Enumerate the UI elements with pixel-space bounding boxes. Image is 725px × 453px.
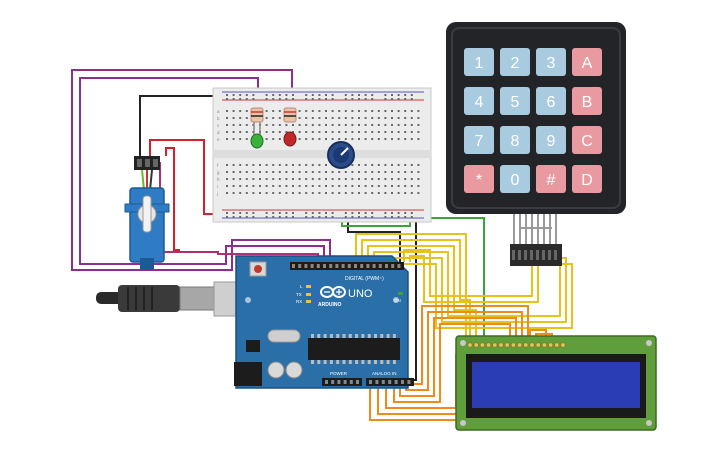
row-letter: j [216, 191, 218, 196]
row-letter: h [217, 177, 220, 182]
keypad-key-label: B [582, 94, 593, 111]
lcd-display [455, 335, 657, 431]
usb-plug-body [118, 285, 180, 312]
row-letter: f [217, 163, 219, 168]
power-label: POWER [330, 371, 348, 376]
keypad-key-7[interactable]: 7 [464, 126, 494, 154]
keypad-key-label: C [581, 133, 593, 150]
digital-label: DIGITAL (PWM~) [345, 276, 384, 282]
keypad-key-D[interactable]: D [572, 165, 602, 193]
arduino-logo [320, 286, 346, 298]
potentiometer[interactable] [327, 141, 355, 169]
l-label: L [300, 284, 303, 289]
keypad-key-3[interactable]: 3 [536, 48, 566, 76]
usb-cable [96, 281, 249, 317]
crystal [267, 329, 301, 343]
keypad-keys: 1 2 3 A 4 5 6 B 7 8 9 C * 0 # D [464, 48, 602, 193]
keypad-key-*[interactable]: * [464, 165, 494, 193]
keypad-key-C[interactable]: C [572, 126, 602, 154]
keypad-key-5[interactable]: 5 [500, 87, 530, 115]
keypad-connector [510, 214, 562, 266]
capacitor-2 [285, 361, 303, 379]
digital-header [290, 262, 404, 270]
row-letter: i [217, 184, 218, 189]
resistor-green [250, 107, 264, 123]
rx-label: RX [296, 299, 302, 304]
row-letter: d [217, 130, 220, 135]
resistor-red [283, 107, 297, 123]
keypad-key-label: 9 [547, 133, 556, 150]
wires-gray [519, 227, 552, 244]
keypad-key-label: A [582, 55, 593, 72]
keypad-key-label: * [476, 172, 482, 189]
power-header [322, 378, 362, 386]
atmega-chip [308, 338, 400, 360]
keypad-key-4[interactable]: 4 [464, 87, 494, 115]
servo-motor [124, 156, 170, 270]
keypad-key-9[interactable]: 9 [536, 126, 566, 154]
logo-text: ARDUINO [318, 302, 341, 308]
row-letter: e [217, 137, 220, 142]
row-letter: b [217, 116, 220, 121]
power-jack [234, 362, 262, 386]
reset-button-cap[interactable] [254, 265, 262, 273]
breadboard-holes [226, 94, 420, 218]
keypad-key-label: # [547, 172, 556, 189]
keypad-key-label: 3 [547, 55, 556, 72]
led-red [283, 107, 297, 147]
analog-label: ANALOG IN [372, 371, 397, 376]
keypad-key-A[interactable]: A [572, 48, 602, 76]
keypad-key-1[interactable]: 1 [464, 48, 494, 76]
keypad-key-label: D [581, 172, 593, 189]
keypad-key-0[interactable]: 0 [500, 165, 530, 193]
keypad-key-label: 4 [475, 94, 484, 111]
keypad-key-B[interactable]: B [572, 87, 602, 115]
row-letter: c [217, 123, 220, 128]
led-green [250, 107, 264, 149]
usb-connector [179, 286, 215, 311]
keypad-key-2[interactable]: 2 [500, 48, 530, 76]
keypad-key-#[interactable]: # [536, 165, 566, 193]
keypad-key-8[interactable]: 8 [500, 126, 530, 154]
keypad-key-label: 1 [475, 55, 484, 72]
keypad-key-label: 0 [511, 172, 520, 189]
lcd-screen [472, 362, 640, 408]
arduino-uno: DIGITAL (PWM~) UNO ARDUINO L TX RX ON [234, 255, 414, 389]
keypad-bezel [451, 27, 621, 209]
capacitor-1 [267, 361, 285, 379]
keypad-key-label: 5 [511, 94, 520, 111]
keypad-key-6[interactable]: 6 [536, 87, 566, 115]
on-label: ON [394, 298, 401, 303]
keypad: 1 2 3 A 4 5 6 B 7 8 9 C * 0 # D [446, 22, 626, 214]
breadboard-channel [213, 150, 431, 158]
tx-label: TX [296, 292, 302, 297]
keypad-key-label: 8 [511, 133, 520, 150]
servo-horn[interactable] [142, 195, 152, 233]
keypad-key-label: 7 [475, 133, 484, 150]
row-letter: a [217, 109, 220, 114]
brand-label: UNO [348, 288, 373, 300]
keypad-key-label: 2 [511, 55, 520, 72]
keypad-key-label: 6 [547, 94, 556, 111]
row-letter: g [217, 170, 220, 175]
